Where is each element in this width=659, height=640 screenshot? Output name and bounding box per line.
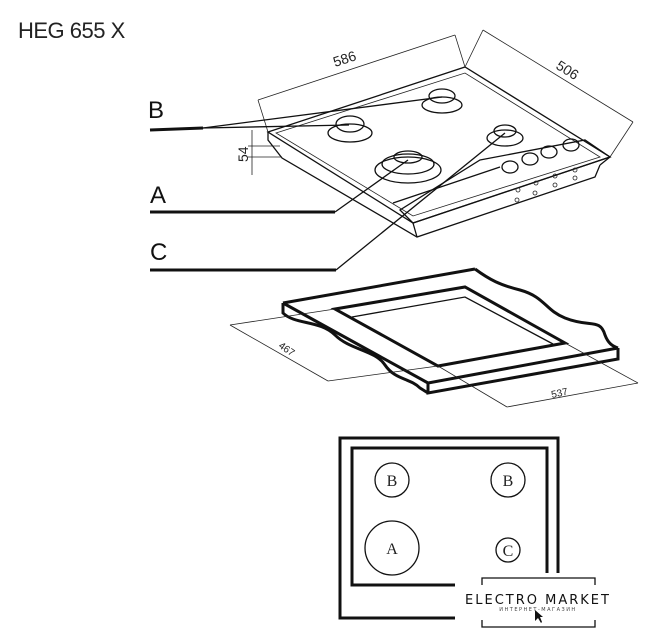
plan-burner-b-left: B — [387, 473, 398, 490]
plan-burner-c: C — [503, 543, 514, 560]
burner-layout-plan: B B A C — [338, 436, 560, 620]
burners — [327, 88, 524, 184]
dimension-506-label: 506 — [553, 57, 581, 83]
leader-c: C — [150, 132, 506, 272]
label-c: C — [150, 239, 167, 266]
dimension-506: 506 — [464, 29, 634, 158]
watermark-brand: ELECTRO MARKET — [465, 593, 611, 608]
dimension-586-label: 586 — [331, 47, 358, 70]
dimension-467-label: 467 — [276, 340, 296, 359]
cursor-icon — [535, 610, 543, 623]
label-a: A — [150, 182, 166, 209]
electro-market-watermark: ELECTRO MARKET ИНТЕРНЕТ-МАГАЗИН — [455, 573, 659, 640]
countertop-cutout — [281, 267, 620, 395]
dimension-537: 537 — [437, 342, 639, 408]
leader-a: A — [150, 159, 409, 214]
dimension-54-label: 54 — [235, 146, 251, 162]
hob-body — [266, 66, 612, 238]
plan-burner-a: A — [386, 541, 398, 558]
watermark-subtitle: ИНТЕРНЕТ-МАГАЗИН — [499, 607, 576, 613]
plan-burner-b-right: B — [503, 473, 514, 490]
model-title: HEG 655 X — [18, 18, 125, 43]
leader-b: B — [148, 96, 443, 132]
dimension-54: 54 — [235, 130, 282, 175]
dimension-537-label: 537 — [550, 387, 569, 401]
dimension-467: 467 — [229, 308, 439, 382]
label-b: B — [148, 97, 164, 124]
control-knobs — [501, 138, 580, 203]
